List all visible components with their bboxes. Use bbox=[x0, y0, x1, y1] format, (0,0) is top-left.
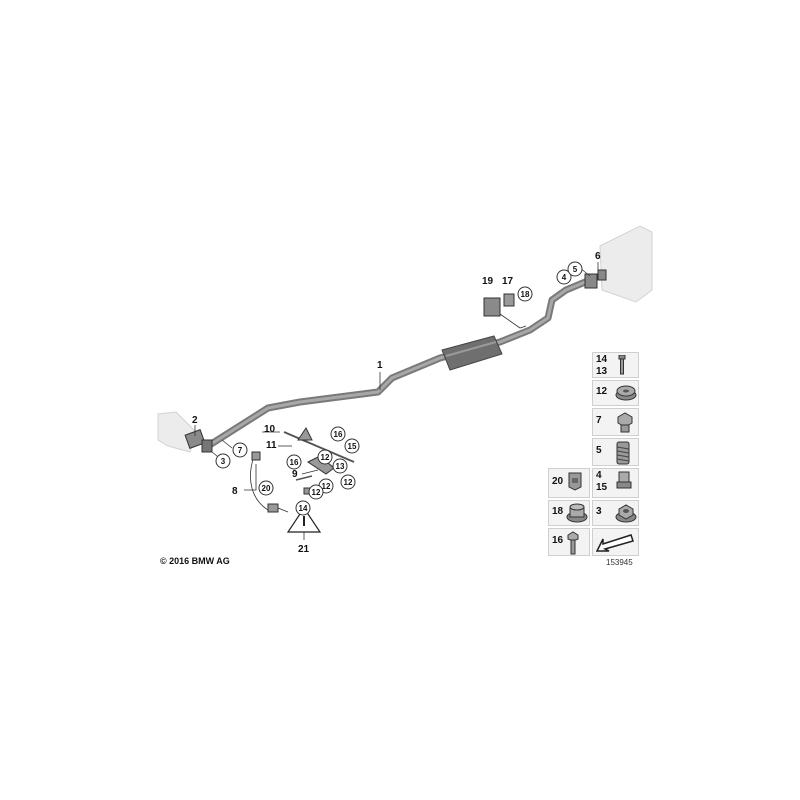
ghost-front-section bbox=[157, 411, 197, 453]
callout-20: 20 bbox=[262, 484, 271, 493]
panel-cell bbox=[548, 500, 590, 526]
callout-3: 3 bbox=[221, 457, 226, 466]
callout-14: 14 bbox=[299, 504, 308, 513]
hex-bolt-icon bbox=[566, 531, 580, 560]
panel-part-number: 20 bbox=[552, 476, 564, 487]
leader-lines bbox=[194, 262, 599, 540]
image-number: 153945 bbox=[606, 558, 633, 567]
front-flange bbox=[184, 429, 213, 453]
callout-5: 5 bbox=[573, 265, 578, 274]
clip-nut-icon bbox=[566, 471, 584, 496]
hex-nut-icon bbox=[615, 411, 635, 438]
callout-13: 13 bbox=[336, 462, 345, 471]
callout-11: 11 bbox=[266, 440, 277, 451]
callout-4: 4 bbox=[562, 273, 567, 282]
panel-cell bbox=[592, 408, 639, 436]
washer-icon bbox=[615, 383, 637, 406]
callout-19: 19 bbox=[482, 276, 494, 287]
callout-16a: 16 bbox=[334, 430, 343, 439]
panel-part-number: 7 bbox=[596, 415, 602, 426]
callout-18: 18 bbox=[521, 290, 530, 299]
callout-2: 2 bbox=[192, 415, 198, 426]
sleeve-nut-icon bbox=[566, 503, 588, 528]
callout-12d: 12 bbox=[312, 488, 321, 497]
callout-16b: 16 bbox=[290, 458, 299, 467]
panel-part-number: 5 bbox=[596, 445, 602, 456]
center-silencer bbox=[441, 335, 503, 371]
flange-nut-icon bbox=[615, 503, 637, 528]
copyright-text: © 2016 BMW AG bbox=[160, 556, 230, 566]
callout-12b: 12 bbox=[322, 482, 331, 491]
panel-part-number: 14 bbox=[596, 354, 608, 365]
panel-part-number: 16 bbox=[552, 535, 564, 546]
callout-12c: 12 bbox=[344, 478, 353, 487]
callout-8: 8 bbox=[232, 486, 238, 497]
callout-10: 10 bbox=[264, 424, 276, 435]
spring-icon bbox=[615, 441, 631, 470]
callout-1: 1 bbox=[377, 360, 383, 371]
callout-9: 9 bbox=[292, 469, 298, 480]
exhaust-pipe bbox=[204, 276, 594, 450]
arrow-icon bbox=[595, 531, 637, 558]
panel-cell bbox=[548, 528, 590, 556]
collar-nut-icon bbox=[615, 471, 633, 496]
oxygen-sensor bbox=[250, 451, 289, 513]
panel-cell bbox=[592, 352, 639, 378]
callout-6: 6 bbox=[595, 251, 601, 262]
panel-part-number: 3 bbox=[596, 506, 602, 517]
hanger-rubber bbox=[483, 293, 527, 329]
callout-12a: 12 bbox=[321, 453, 330, 462]
panel-part-number: 18 bbox=[552, 506, 564, 517]
callout-15: 15 bbox=[348, 442, 357, 451]
panel-part-number: 13 bbox=[596, 366, 608, 377]
callout-21: 21 bbox=[298, 544, 310, 555]
callout-17: 17 bbox=[502, 276, 514, 287]
circled-callouts: 3 7 4 5 18 16 15 16 12 13 12 12 14 bbox=[215, 261, 583, 516]
panel-part-number: 15 bbox=[596, 482, 608, 493]
bolt-icon bbox=[615, 354, 629, 380]
rear-clamp bbox=[584, 269, 607, 289]
panel-part-number: 12 bbox=[596, 386, 608, 397]
ghost-rear-muffler bbox=[599, 225, 653, 303]
panel-part-number: 4 bbox=[596, 470, 602, 481]
panel-cell bbox=[592, 438, 639, 466]
callout-7: 7 bbox=[238, 446, 243, 455]
